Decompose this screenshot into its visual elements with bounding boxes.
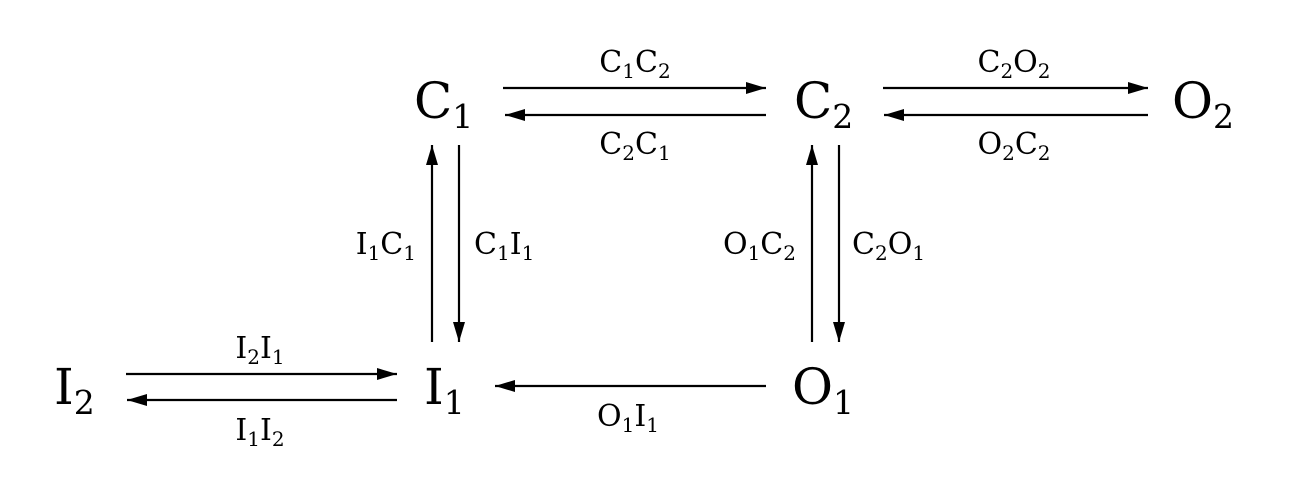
rate-label-i1i2: I1I2: [235, 413, 284, 451]
rate-label-c1c2: C1C2: [599, 45, 670, 83]
state-c1: C1: [414, 72, 473, 136]
rate-label-o1c2: O1C2: [723, 227, 796, 265]
state-o1: O1: [792, 358, 854, 422]
rate-label-c2o1: C2O1: [852, 227, 925, 265]
state-i2: I2: [54, 358, 95, 422]
rate-label-c2o2: C2O2: [977, 45, 1050, 83]
state-i1: I1: [424, 358, 465, 422]
rate-label-i2i1: I2I1: [235, 331, 284, 369]
state-c2: C2: [794, 72, 853, 136]
state-o2: O2: [1172, 72, 1234, 136]
rate-label-c1i1: C1I1: [474, 227, 534, 265]
rate-label-o2c2: O2C2: [977, 127, 1050, 165]
rate-label-c2c1: C2C1: [599, 127, 670, 165]
rate-label-i1c1: I1C1: [356, 227, 416, 265]
rate-label-o1i1: O1I1: [597, 399, 659, 437]
